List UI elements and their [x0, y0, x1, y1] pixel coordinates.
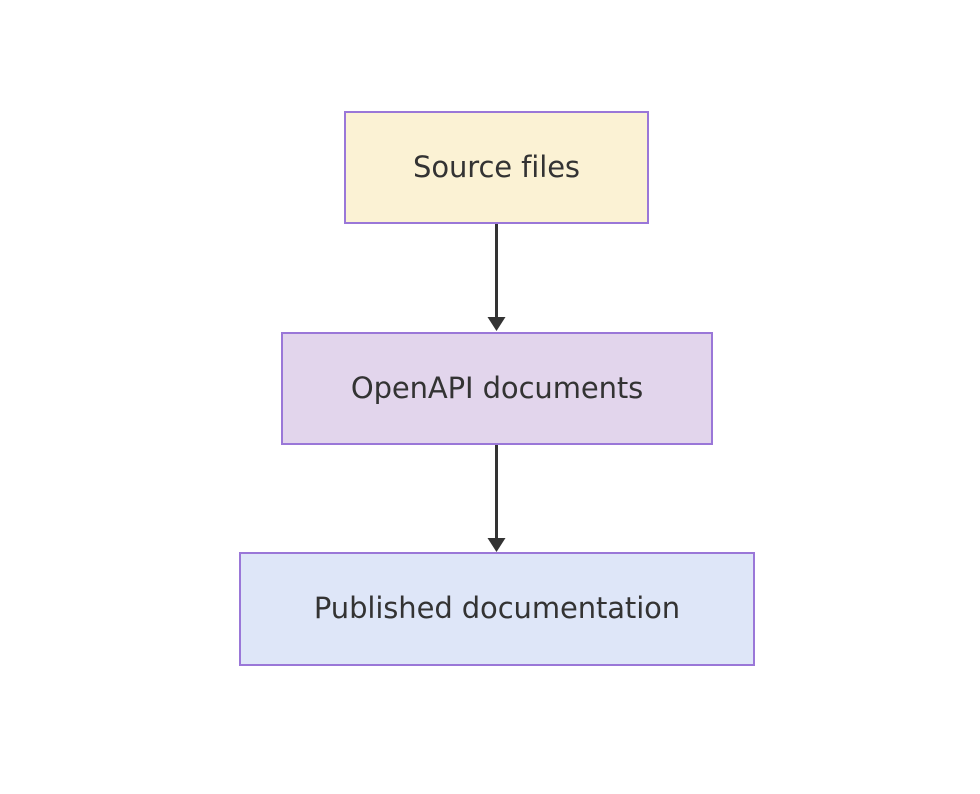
- node-source-files[interactable]: Source files: [344, 111, 649, 224]
- node-openapi-documents[interactable]: OpenAPI documents: [281, 332, 713, 445]
- node-label: Published documentation: [313, 591, 681, 626]
- arrowhead-down-icon: [487, 317, 506, 331]
- edge-source-to-openapi: [487, 224, 506, 331]
- node-published-documentation[interactable]: Published documentation: [239, 552, 755, 666]
- node-label: Source files: [413, 149, 580, 184]
- arrowhead-down-icon: [487, 538, 506, 552]
- node-label: OpenAPI documents: [350, 370, 644, 405]
- edge-openapi-to-published: [487, 445, 506, 552]
